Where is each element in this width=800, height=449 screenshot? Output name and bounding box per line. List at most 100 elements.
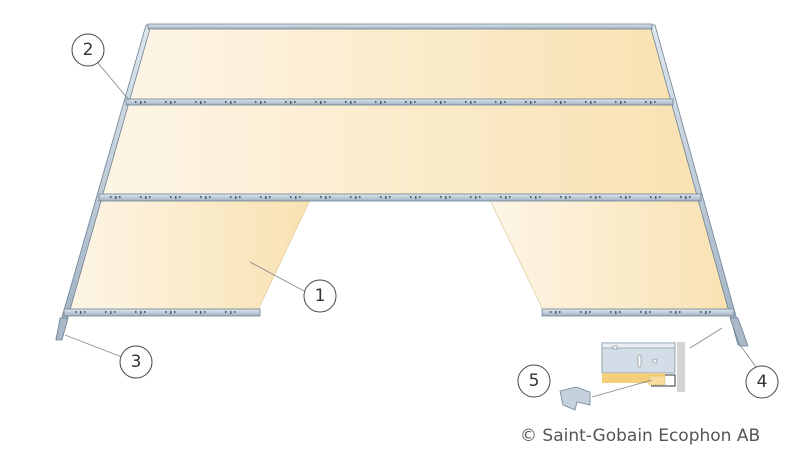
runner-slot <box>624 101 626 103</box>
detail-inset <box>559 342 685 411</box>
runner-slot <box>350 196 352 198</box>
runner-slot <box>179 196 181 198</box>
runner-slot <box>479 196 481 198</box>
runner-slot <box>135 101 137 103</box>
runner-slot <box>345 101 347 103</box>
runner-slot <box>149 196 151 198</box>
runner-slot <box>119 196 121 198</box>
callout-1-label: 1 <box>315 286 326 306</box>
leader-lines <box>64 62 757 398</box>
runner-slot <box>84 311 86 313</box>
runner-slot <box>225 101 227 103</box>
runner-slot <box>264 101 266 103</box>
runner-slot <box>320 101 322 104</box>
runner-slot <box>375 101 377 103</box>
runner-slot <box>260 101 262 104</box>
runner-slot <box>505 196 507 199</box>
runner-slot <box>559 311 561 313</box>
runner-holes <box>75 101 711 314</box>
runner-slot <box>560 196 562 198</box>
runner-slot <box>585 101 587 103</box>
runner-slot <box>595 196 597 199</box>
runner-slot <box>265 196 267 199</box>
runner-slot <box>114 311 116 313</box>
runner-slot <box>410 101 412 104</box>
runner-slot <box>285 101 287 103</box>
runner-top <box>147 23 653 30</box>
runner-slot <box>324 101 326 103</box>
runner-slot <box>585 311 587 314</box>
runner-slot <box>200 101 202 104</box>
edge-trim-right-end <box>729 317 749 347</box>
runner-slot <box>555 311 557 314</box>
runner-slot <box>269 196 271 198</box>
callout-3-label: 3 <box>131 352 142 372</box>
runner-slot <box>440 101 442 104</box>
runner-slot <box>170 311 172 314</box>
runner-slot <box>610 311 612 313</box>
callout-3: 3 <box>119 345 153 379</box>
runner-slot <box>599 196 601 198</box>
callout-1: 1 <box>303 279 337 313</box>
runner-slot <box>290 196 292 198</box>
runner-slot <box>475 196 477 199</box>
runner-slot <box>200 311 202 314</box>
runner-slot <box>255 101 257 103</box>
runner-slot <box>509 196 511 198</box>
main-runner-lower-left <box>63 308 261 317</box>
runner-slot <box>165 101 167 103</box>
callout-2-label: 2 <box>83 40 94 60</box>
runner-slot <box>260 196 262 198</box>
runner-slot <box>625 196 627 199</box>
runner-slot <box>615 311 617 314</box>
runner-slot <box>414 101 416 103</box>
runner-slot <box>235 196 237 199</box>
runner-slot <box>175 196 177 199</box>
runner-slot <box>555 101 557 103</box>
runner-slot <box>405 101 407 103</box>
runner-slot <box>234 311 236 313</box>
runner-slot <box>230 101 232 104</box>
runner-slot <box>650 101 652 104</box>
runner-slot <box>234 101 236 103</box>
runner-slot <box>645 101 647 103</box>
runner-slot <box>530 101 532 104</box>
runner-slot <box>435 101 437 103</box>
runner-slot <box>504 101 506 103</box>
runner-slot <box>140 196 142 198</box>
runner-slot <box>294 101 296 103</box>
ceiling-panel-lower-left <box>67 199 311 311</box>
runner-slot <box>569 196 571 198</box>
runner-slot <box>474 101 476 103</box>
runner-slot <box>354 101 356 103</box>
runner-slot <box>590 196 592 198</box>
runner-slot <box>470 101 472 104</box>
runner-slot <box>195 311 197 313</box>
runner-slot <box>105 311 107 313</box>
runner-slot <box>705 311 707 314</box>
runner-slot <box>295 196 297 199</box>
runner-slot <box>539 196 541 198</box>
runner-slot <box>380 196 382 198</box>
runner-slot <box>225 311 227 313</box>
runner-slot <box>649 311 651 313</box>
runner-slot <box>115 196 117 199</box>
callout-4: 4 <box>745 365 779 399</box>
runner-slot <box>590 101 592 104</box>
runner-slot <box>550 311 552 313</box>
runner-slot <box>385 196 387 199</box>
runner-slot <box>315 101 317 103</box>
runner-slot <box>209 196 211 198</box>
runner-slot <box>580 311 582 313</box>
runner-slot <box>144 311 146 313</box>
runner-slot <box>449 196 451 198</box>
wall <box>677 342 685 392</box>
runner-slot <box>440 196 442 198</box>
main-runner-2 <box>98 193 702 202</box>
runner-slot <box>299 196 301 198</box>
runner-slot <box>200 196 202 198</box>
runner-slot <box>204 101 206 103</box>
runner-slot <box>679 311 681 313</box>
runner-slot <box>145 196 147 199</box>
